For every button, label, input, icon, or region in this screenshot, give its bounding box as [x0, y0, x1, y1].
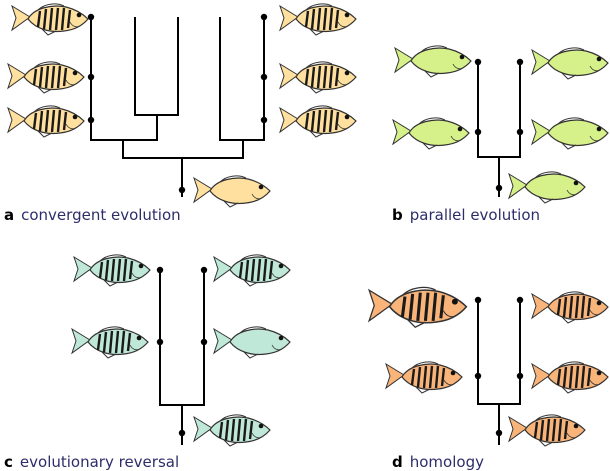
tree-branch-a — [182, 17, 244, 159]
character-state-node-a — [87, 73, 95, 81]
character-state-node-b — [516, 58, 524, 66]
striped-fish-icon-a — [7, 61, 85, 94]
striped-fish-icon-d — [531, 361, 609, 394]
tree-branch-c — [182, 270, 205, 406]
striped-fish-icon-a — [11, 3, 89, 36]
character-state-node-b — [474, 58, 482, 66]
striped-fish-icon-d — [385, 361, 463, 394]
striped-fish-icon-c — [213, 254, 291, 287]
panel-a-title: convergent evolution — [21, 206, 181, 224]
striped-fish-icon-a — [279, 105, 357, 138]
panel-b-caption: b parallel evolution — [392, 206, 540, 224]
tree-branch-a — [90, 17, 183, 197]
character-state-node-c — [200, 266, 208, 274]
striped-fish-icon-c — [71, 326, 149, 359]
character-state-node-c — [178, 429, 186, 437]
panel-d-letter: d — [392, 453, 403, 471]
character-state-node-b — [516, 128, 524, 136]
tree-branch-a — [243, 17, 265, 141]
plain-fish-icon-b — [508, 171, 586, 204]
character-state-node-a — [260, 116, 268, 124]
striped-fish-icon-d — [531, 291, 609, 324]
character-state-node-c — [200, 338, 208, 346]
character-state-node-a — [87, 13, 95, 21]
character-state-node-d — [516, 296, 524, 304]
character-state-node-d — [516, 372, 524, 380]
panel-a-caption: a convergent evolution — [4, 206, 181, 224]
character-state-node-c — [156, 338, 164, 346]
tree-branch-c — [159, 270, 183, 445]
character-state-node-d — [474, 296, 482, 304]
striped-fish-icon-c — [73, 254, 151, 287]
plain-fish-icon-b — [531, 47, 609, 80]
panel-d-caption: d homology — [392, 453, 484, 471]
plain-fish-icon-b — [531, 117, 609, 150]
striped-fish-icon-a — [7, 105, 85, 138]
character-state-node-a — [87, 116, 95, 124]
tree-branch-a — [134, 17, 179, 116]
striped-fish-icon-a — [279, 3, 357, 36]
striped-fish-icon-d — [508, 414, 586, 447]
panel-c-title: evolutionary reversal — [19, 453, 180, 471]
tree-branch-b — [499, 62, 521, 158]
character-state-node-a — [260, 13, 268, 21]
striped-fish-icon-a — [279, 61, 357, 94]
character-state-node-a — [260, 73, 268, 81]
fish-layer — [7, 3, 609, 447]
character-state-node-b — [495, 184, 503, 192]
plain-fish-icon-b — [394, 45, 472, 78]
plain-fish-icon-b — [392, 117, 470, 150]
panel-c-letter: c — [4, 453, 13, 471]
striped-fish-icon-c — [193, 414, 271, 447]
panel-a-letter: a — [4, 206, 15, 224]
character-state-node-d — [495, 429, 503, 437]
character-state-node-c — [156, 266, 164, 274]
panel-b-letter: b — [392, 206, 403, 224]
character-state-node-b — [474, 128, 482, 136]
panel-c-caption: c evolutionary reversal — [4, 453, 179, 471]
tree-branch-d — [477, 300, 500, 445]
tree-branch-b — [477, 62, 500, 197]
tree-branch-a — [123, 115, 158, 141]
character-state-node-a — [178, 186, 186, 194]
character-state-node-d — [474, 372, 482, 380]
striped-fish-icon-d — [368, 286, 468, 329]
plain-fish-icon-a — [193, 175, 271, 208]
tree-layer — [87, 13, 524, 445]
tree-branch-d — [499, 300, 521, 405]
panel-d-title: homology — [409, 453, 484, 471]
panel-b-title: parallel evolution — [409, 206, 541, 224]
plain-fish-icon-c — [213, 326, 291, 359]
